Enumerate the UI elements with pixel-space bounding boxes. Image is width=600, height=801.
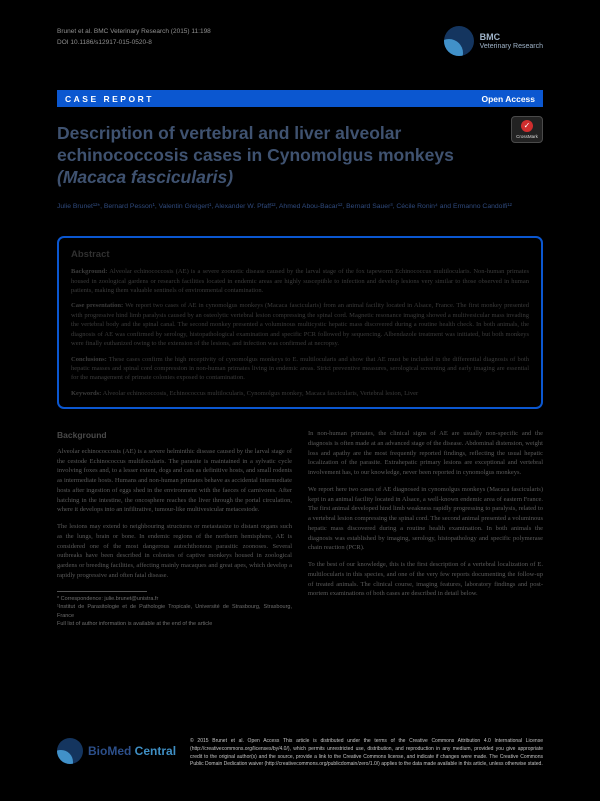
abstract-heading: Abstract (71, 249, 110, 261)
biomed-central-logo-text: BioMed Central (88, 745, 176, 757)
keywords-label: Keywords: (71, 389, 102, 397)
open-access-label: Open Access (481, 93, 535, 104)
author-list: Julie Brunet¹²*, Bernard Pesson¹, Valent… (57, 202, 512, 210)
keywords-line: Keywords: Alveolar echinococcosis, Echin… (71, 389, 529, 398)
journal-name: BMC Veterinary Research (480, 32, 543, 52)
article-title-main: Description of vertebral and liver alveo… (57, 123, 454, 165)
doi-line: DOI 10.1186/s12917-015-0520-8 (57, 39, 152, 47)
journal-logo[interactable]: BMC Veterinary Research (443, 26, 543, 56)
abstract-background-text: Alveolar echinococcosis (AE) is a severe… (71, 268, 529, 294)
correspondence-note[interactable]: * Correspondence: julie.brunet@unistra.f… (57, 595, 159, 602)
crossmark-label: CrossMark (516, 134, 538, 139)
paragraph: The lesions may extend to neighbouring s… (57, 523, 292, 579)
article-type-banner: CASE REPORT Open Access (57, 90, 543, 107)
affiliation-note: ¹Institut de Parasitologie et de Patholo… (57, 604, 292, 619)
journal-name-line2: Veterinary Research (479, 43, 543, 51)
article-type-label: CASE REPORT (65, 93, 154, 104)
body-columns: Background Alveolar echinococcosis (AE) … (57, 429, 543, 629)
background-heading: Background (57, 430, 107, 441)
footnote-rule (57, 590, 147, 592)
abstract-background: Background: Alveolar echinococcosis (AE)… (71, 267, 529, 295)
abstract-conclusions: Conclusions: These cases confirm the hig… (71, 355, 529, 383)
right-column: In non-human primates, the clinical sign… (308, 429, 543, 629)
citation-line: Brunet et al. BMC Veterinary Research (2… (57, 28, 211, 35)
footnote-block: * Correspondence: julie.brunet@unistra.f… (57, 592, 292, 629)
page-header: Brunet et al. BMC Veterinary Research (2… (57, 26, 543, 84)
paragraph: We report here two cases of AE diagnosed… (308, 485, 543, 552)
journal-name-line1: BMC (479, 32, 501, 42)
abstract-case-presentation-text: We report two cases of AE in cynomolgus … (71, 302, 529, 348)
bmc-logo-icon (443, 26, 474, 56)
abstract-box: Abstract Background: Alveolar echinococc… (57, 236, 543, 410)
abstract-background-label: Background: (71, 268, 108, 276)
abstract-conclusions-label: Conclusions: (71, 355, 107, 363)
license-text: © 2015 Brunet et al. Open Access This ar… (190, 738, 543, 768)
logo-text-biomed: BioMed (88, 744, 132, 758)
abstract-conclusions-text: These cases confirm the high receptivity… (71, 355, 529, 382)
paragraph: To the best of our knowledge, this is th… (308, 561, 543, 598)
citation: Brunet et al. BMC Veterinary Research (2… (57, 26, 211, 48)
abstract-case-presentation-label: Case presentation: (71, 302, 124, 310)
logo-text-central: Central (131, 744, 177, 758)
left-column: Background Alveolar echinococcosis (AE) … (57, 429, 292, 629)
author-info-note: Full list of author information is avail… (57, 621, 213, 628)
page-footer: BioMed Central © 2015 Brunet et al. Open… (57, 738, 543, 769)
keywords-text: Alveolar echinococcosis, Echinococcus mu… (102, 389, 419, 397)
paragraph: Alveolar echinococcosis (AE) is a severe… (57, 447, 292, 514)
article-title-species: (Macaca fascicularis) (57, 166, 234, 187)
article-title: Description of vertebral and liver alveo… (57, 123, 482, 189)
crossmark-badge[interactable]: ✓ CrossMark (511, 116, 543, 143)
crossmark-icon: ✓ (521, 120, 533, 132)
biomed-central-logo[interactable]: BioMed Central (57, 738, 176, 764)
abstract-case-presentation: Case presentation: We report two cases o… (71, 301, 529, 348)
biomed-central-logo-icon (57, 738, 83, 764)
paragraph: In non-human primates, the clinical sign… (308, 430, 543, 477)
